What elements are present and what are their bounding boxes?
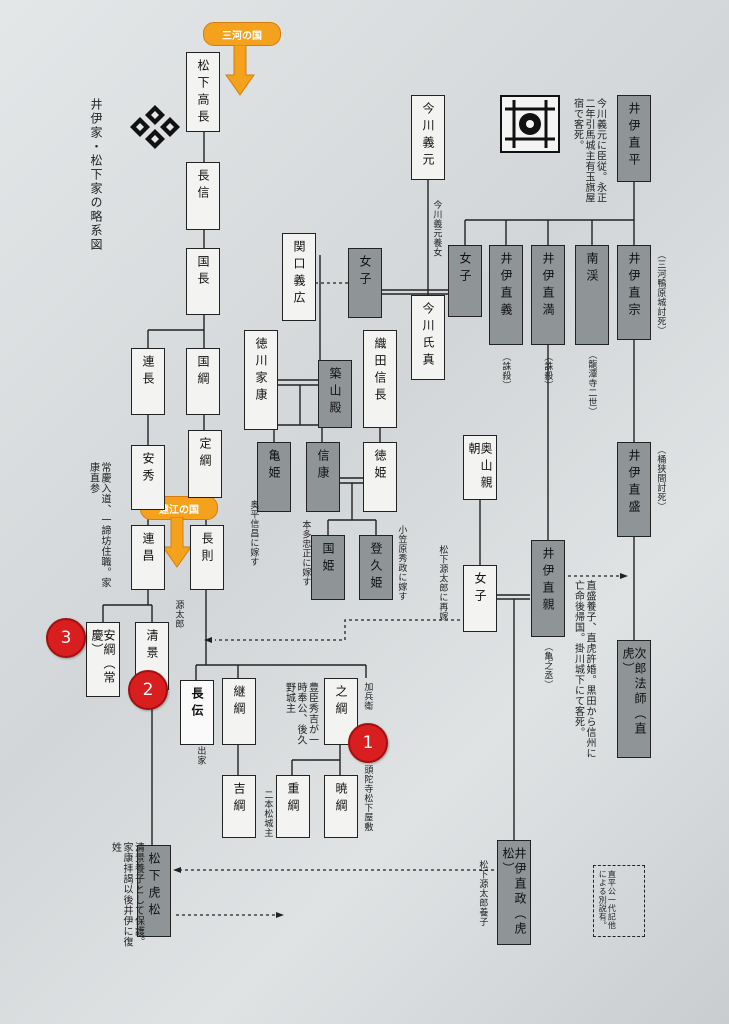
- person-nyoshi-a: 女子: [348, 248, 382, 318]
- note-akitsuna: 頭陀寺松下屋敷: [362, 765, 373, 832]
- person-jiro: 次郎法師（直虎）: [617, 640, 651, 758]
- person-akitsuna: 暁綱: [324, 775, 358, 838]
- ii-crest-icon: [500, 95, 560, 153]
- person-okuyama: 奥山親朝: [463, 435, 497, 500]
- person-naohira: 井伊直平: [617, 95, 651, 182]
- note-shigetsuna: 二本松城主: [262, 790, 273, 838]
- note-bekki: 直平公一代記他による別説有。: [598, 870, 617, 930]
- person-naoyoshi: 井伊直義: [489, 245, 523, 345]
- badge-2: 2: [128, 670, 168, 710]
- person-naomasa: 井伊直政（虎松）: [497, 840, 531, 945]
- person-naomitsu: 井伊直満: [531, 245, 565, 345]
- note-kamehime: 奥平信昌に嫁す: [248, 500, 259, 567]
- person-tsukiyama: 築山殿: [318, 360, 352, 428]
- person-nobuyasu: 信康: [306, 442, 340, 512]
- note-naomitsu: （誅殺）: [542, 352, 553, 390]
- person-kunitsuna: 国綱: [186, 348, 220, 415]
- person-naganobu: 長信: [186, 162, 220, 230]
- person-ujizane: 今川氏真: [411, 295, 445, 380]
- badge-3: 3: [46, 618, 86, 658]
- person-tsugitsuna: 継綱: [222, 678, 256, 745]
- note-naohira: 今川義元に臣従。永正二年引馬城主有玉旗屋宿で客死。: [571, 98, 606, 203]
- note-choden: 出家: [195, 746, 206, 765]
- note-naomori: （桶狭間討死）: [655, 445, 666, 512]
- person-kuninaga: 国長: [186, 248, 220, 315]
- person-tsuranaga: 連長: [131, 348, 165, 415]
- note-toramatsu: 清景養子として保護。家康拝謁以後井伊に復姓: [109, 842, 144, 947]
- person-kamehime: 亀姫: [257, 442, 291, 512]
- person-tokuhime2: 登久姫: [359, 535, 393, 600]
- note-kiyokage: 源太郎: [173, 600, 184, 629]
- label-mikawa: 三河の国: [203, 22, 281, 46]
- person-nyoshi-c: 女子: [463, 565, 497, 632]
- person-sadatsuna: 定綱: [188, 430, 222, 498]
- person-naganori: 長則: [190, 525, 224, 590]
- person-kunihime: 国姫: [311, 535, 345, 600]
- person-tsuramasa: 連昌: [131, 525, 165, 590]
- person-sekiguchi: 関口義広: [282, 233, 316, 321]
- person-tokuhime: 徳姫: [363, 442, 397, 512]
- person-naomune: 井伊直宗: [617, 245, 651, 340]
- note-koretsuna: 豊臣秀吉が一時奉公、後久野城主: [283, 682, 318, 745]
- bekki-note-box: [593, 865, 645, 937]
- note-naoyoshi: （誅殺）: [500, 352, 511, 390]
- note-yoshimoto-adopt: 今川義元養女: [431, 200, 442, 257]
- note-yasutsuna: 常慶入道、一諦坊住職。家康直参: [87, 462, 111, 588]
- note-naomasa: 松下源太郎養子: [477, 860, 488, 927]
- badge-1: 1: [348, 723, 388, 763]
- note-nyoshi-c: 松下源太郎に再嫁: [437, 545, 448, 621]
- person-toramatsu: 松下虎松: [137, 845, 171, 937]
- person-yoshitsuna: 吉綱: [222, 775, 256, 838]
- diagram-title: 井伊家・松下家の略系図: [89, 98, 103, 252]
- note-koretsuna-title: 加兵衛: [362, 682, 373, 711]
- person-takanaga: 松下高長: [186, 52, 220, 132]
- person-nyoshi-b: 女子: [448, 245, 482, 317]
- person-naochika: 井伊直親: [531, 540, 565, 637]
- note-nankei: （龍潭寺二世）: [586, 350, 597, 417]
- person-nankei: 南渓: [575, 245, 609, 345]
- arrow-down-icon: [225, 45, 255, 96]
- arrow-down-icon: [162, 517, 192, 568]
- person-nobunaga: 織田信長: [363, 330, 397, 428]
- person-yasutsuna: 安綱（常慶）: [86, 622, 120, 697]
- person-choden: 長伝: [180, 680, 214, 745]
- person-naomori: 井伊直盛: [617, 442, 651, 537]
- note-tokuhime2: 小笠原秀政に嫁す: [396, 525, 407, 601]
- person-shigetsuna: 重綱: [276, 775, 310, 838]
- note-naochika-long: 直盛養子、直虎許婚。黒田から信州に亡命後帰国。掛川城下にて客死。: [572, 580, 596, 759]
- note-naomune: （三河鴨原城討死）: [655, 250, 666, 336]
- note-kunihime: 本多忠正に嫁す: [300, 520, 311, 587]
- matsushita-crest-icon: [130, 105, 180, 149]
- person-ieyasu: 徳川家康: [244, 330, 278, 430]
- note-naochika: （亀之丞）: [542, 642, 553, 690]
- person-yoshimoto: 今川義元: [411, 95, 445, 180]
- person-yasuhide: 安秀: [131, 445, 165, 510]
